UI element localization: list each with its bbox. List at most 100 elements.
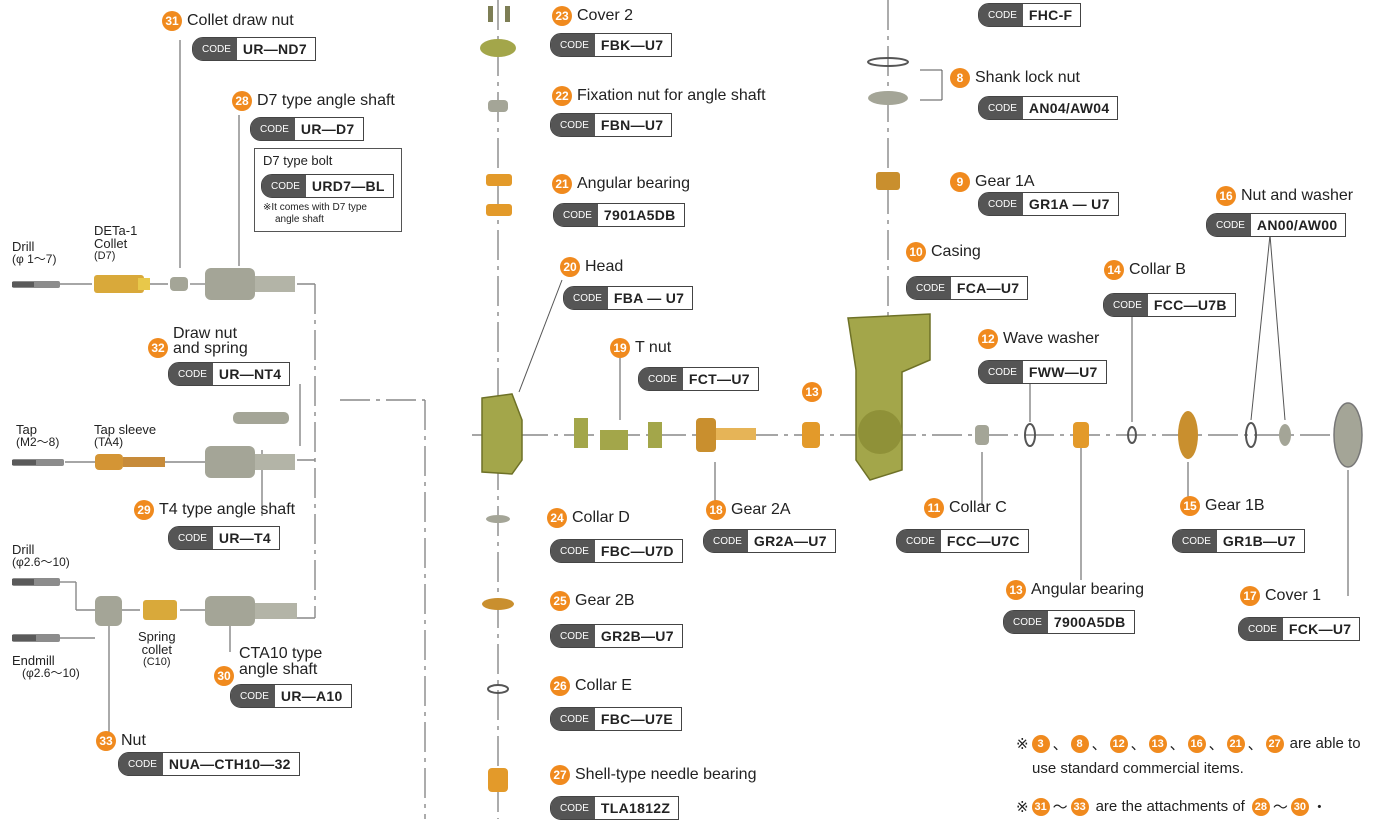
tap-sleeve-icon [95, 454, 165, 470]
needle-bearing-icon [488, 768, 508, 792]
cover-1-icon [1333, 402, 1363, 468]
name-23: Cover 2 [577, 7, 634, 24]
drill2-range: (φ2.6～10) [12, 555, 70, 569]
note-badge-30: 30 [1290, 797, 1309, 816]
code-value-17: FCK—U7 [1288, 621, 1352, 637]
gear-2a-icon [696, 418, 756, 452]
name-30-l1: CTA10 type [239, 645, 323, 662]
note-sep: 、 [1052, 736, 1068, 753]
drill2-text: Drill [12, 542, 35, 557]
code-value-18: GR2A—U7 [753, 533, 827, 549]
collar-e-icon [487, 684, 509, 694]
deta-text2: Collet [94, 236, 128, 251]
bearing-13b-icon [1073, 422, 1089, 448]
code-tag: CODE [551, 625, 595, 647]
code-tag: CODE [1239, 618, 1283, 640]
bolt-note-1: ※It comes with D7 type [263, 202, 367, 213]
badge-14: 14 [1104, 260, 1124, 280]
label-28: 28 D7 type angle shaft [232, 91, 395, 111]
badge-12: 12 [978, 329, 998, 349]
badge-31: 31 [162, 11, 182, 31]
collar-b-icon [1127, 426, 1137, 444]
nut-washer-icon [1245, 422, 1291, 448]
note-sep: 、 [1091, 736, 1107, 753]
code-tag: CODE [262, 175, 306, 197]
note-tilde-1: ～ [1052, 799, 1068, 816]
name-20: Head [585, 258, 624, 275]
badge-13-b: 13 [1006, 580, 1026, 600]
code-tag: CODE [551, 708, 595, 730]
gear-1b-icon [1178, 411, 1198, 459]
badge-33: 33 [96, 731, 116, 751]
code-value-21: 7901A5DB [603, 207, 676, 223]
code-tag: CODE [551, 34, 595, 56]
code-value-8: AN04/AW04 [1028, 100, 1110, 116]
bolt-note-2: angle shaft [275, 214, 324, 225]
code-tag: CODE [231, 685, 275, 707]
leader-lines [108, 40, 1349, 744]
name-25: Gear 2B [575, 592, 635, 609]
badge-18: 18 [706, 500, 726, 520]
name-17: Cover 1 [1265, 587, 1322, 604]
nut-cth10-icon [95, 596, 122, 626]
drill2-label: Drill(φ2.6～10) [12, 543, 70, 569]
name-33: Nut [121, 732, 146, 749]
drill-small-icon [12, 281, 60, 288]
code-value-30: UR—A10 [280, 688, 343, 704]
shank-lock-nut-icon [867, 57, 909, 105]
tapsleeve-code: (TA4) [94, 435, 124, 449]
cover2-icon [480, 39, 516, 57]
badge-11: 11 [924, 498, 944, 518]
tap-range: (M2～8) [16, 435, 60, 449]
note-sep: 、 [1208, 736, 1224, 753]
angular-bearing-7901-icon [486, 174, 512, 216]
code-value-15: GR1B—U7 [1222, 533, 1296, 549]
code-value-14: FCC—U7B [1153, 297, 1227, 313]
badge-28: 28 [232, 91, 252, 111]
tapsleeve-label: Tap sleeve(TA4) [94, 423, 156, 449]
code-tag: CODE [251, 118, 295, 140]
code-tag: CODE [639, 368, 683, 390]
code-value-33: NUA—CTH10—32 [168, 756, 291, 772]
note-mark-1: ※ [1016, 735, 1029, 753]
note-line-1b: use standard commercial items. [1032, 760, 1244, 777]
name-30-l2: angle shaft [239, 661, 318, 678]
code-tag: CODE [551, 797, 595, 819]
code-value-16: AN00/AW00 [1256, 217, 1338, 233]
note-tilde-2: ～ [1272, 799, 1288, 816]
code-tag: CODE [119, 753, 163, 775]
tap-label: Tap(M2～8) [16, 423, 59, 449]
code-value-12: FWW—U7 [1028, 364, 1098, 380]
collar-c-icon [975, 425, 989, 445]
name-28: D7 type angle shaft [257, 92, 395, 109]
endmill-range: (φ2.6～10) [22, 666, 80, 680]
t-nut-icon [574, 418, 662, 450]
code-value-31: UR—ND7 [242, 41, 307, 57]
badge-17: 17 [1240, 586, 1260, 606]
head-icon [481, 393, 523, 475]
code-value-13-b: 7900A5DB [1053, 614, 1126, 630]
endmill-label: Endmill(φ2.6～10) [12, 654, 80, 680]
drill1-label: Drill(φ 1～7) [12, 240, 56, 266]
code-tag: CODE [169, 363, 213, 385]
code-value-9: GR1A — U7 [1028, 196, 1110, 212]
name-26: Collar E [575, 677, 632, 694]
